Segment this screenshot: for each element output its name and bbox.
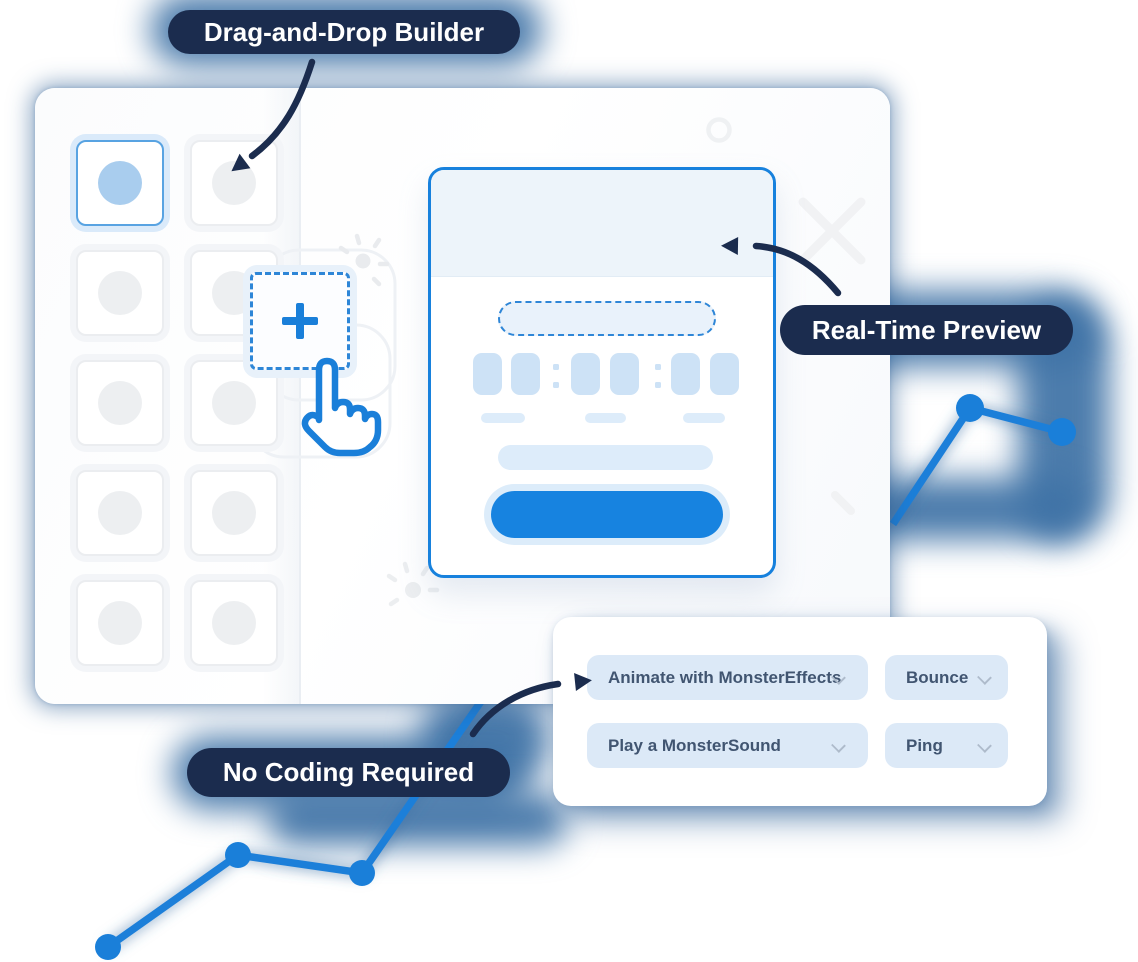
sound-action-select[interactable]: Play a MonsterSound [587, 723, 868, 768]
builder-block[interactable] [190, 140, 278, 226]
effect-action-label: Animate with MonsterEffects [608, 667, 842, 687]
builder-block[interactable] [190, 580, 278, 666]
chevron-down-icon [977, 670, 992, 685]
builder-block[interactable] [76, 470, 164, 556]
timer-digit [710, 353, 739, 395]
preview-header [431, 170, 773, 277]
effect-action-select[interactable]: Animate with MonsterEffects [587, 655, 868, 700]
builder-block[interactable] [190, 470, 278, 556]
cta-button[interactable] [491, 491, 723, 538]
block-shape-dot [98, 271, 142, 315]
slash-decoration [831, 491, 855, 515]
effects-panel: Animate with MonsterEffects Bounce Play … [553, 617, 1047, 806]
preview-card [428, 167, 776, 578]
builder-canvas [35, 88, 890, 704]
timer-colon [553, 382, 559, 388]
timer-colon [655, 382, 661, 388]
timer-unit-label [683, 413, 725, 423]
sound-value-label: Ping [906, 735, 943, 755]
builder-block[interactable] [76, 360, 164, 446]
timer-colon [553, 364, 559, 370]
chart-dots [95, 394, 1076, 960]
block-shape-dot [98, 601, 142, 645]
timer-unit-label [585, 413, 626, 423]
timer-digit [671, 353, 700, 395]
hand-pointer-icon [301, 357, 382, 457]
timer-digit [610, 353, 639, 395]
block-shape-dot [98, 491, 142, 535]
timer-digit [511, 353, 540, 395]
block-shape-dot [98, 161, 142, 205]
block-shape-dot [212, 161, 256, 205]
builder-block-selected[interactable] [76, 140, 164, 226]
sidebar-divider [299, 88, 301, 704]
sparkle-icon [386, 561, 440, 607]
headline-placeholder[interactable] [498, 301, 716, 336]
block-shape-dot [212, 601, 256, 645]
block-shape-dot [212, 491, 256, 535]
chevron-down-icon [977, 738, 992, 753]
timer-colon [655, 364, 661, 370]
block-shape-dot [98, 381, 142, 425]
ring-decoration [706, 117, 732, 143]
sound-value-select[interactable]: Ping [885, 723, 1008, 768]
x-decoration [798, 197, 866, 265]
timer-digit [473, 353, 502, 395]
callout-builder: Drag-and-Drop Builder [168, 10, 520, 54]
text-placeholder [498, 445, 713, 470]
timer-unit-label [481, 413, 525, 423]
callout-nocode-label: No Coding Required [222, 757, 475, 787]
callout-preview-label: Real-Time Preview [811, 314, 1042, 345]
sound-action-label: Play a MonsterSound [608, 735, 781, 755]
callout-preview: Real-Time Preview [780, 305, 1073, 355]
callout-nocode: No Coding Required [187, 748, 510, 797]
plus-icon [282, 303, 318, 339]
callout-builder-label: Drag-and-Drop Builder [203, 16, 485, 47]
timer-digit [571, 353, 600, 395]
effect-value-select[interactable]: Bounce [885, 655, 1008, 700]
glow-nocode-bottom [268, 792, 568, 846]
effect-value-label: Bounce [906, 667, 969, 687]
builder-block[interactable] [76, 250, 164, 336]
drop-slot[interactable] [250, 272, 350, 370]
chevron-down-icon [831, 738, 846, 753]
block-shape-dot [212, 381, 256, 425]
builder-block[interactable] [76, 580, 164, 666]
